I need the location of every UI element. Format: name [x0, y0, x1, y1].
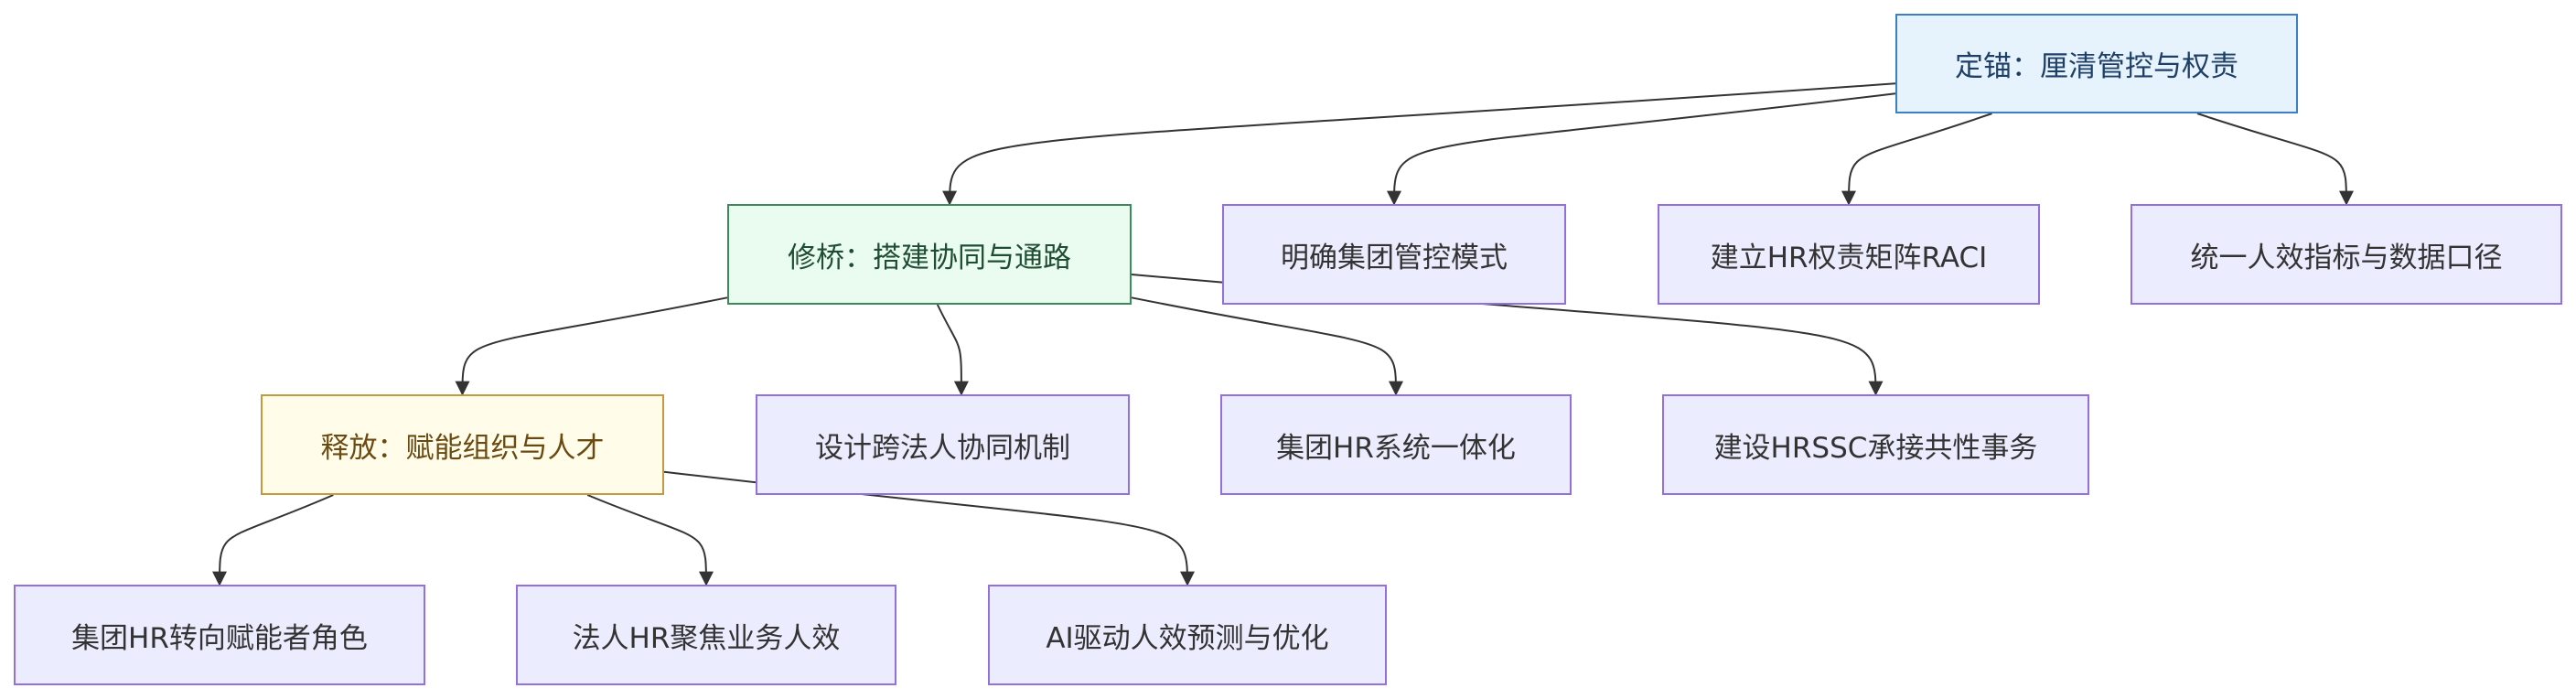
node-group-mode-label: 明确集团管控模式: [1281, 241, 1508, 274]
node-bridge-label: 修桥：搭建协同与通路: [788, 241, 1071, 274]
node-hrssc-label: 建设HRSSC承接共性事务: [1713, 431, 2038, 465]
node-anchor-label: 定锚：厘清管控与权责: [1955, 50, 2238, 83]
edge-bridge-to-hr_system: [1131, 296, 1403, 396]
edge-release-to-enabler: [212, 494, 334, 586]
node-bridge[interactable]: 修桥：搭建协同与通路: [727, 204, 1132, 305]
edge-bridge-to-cross_entity: [936, 304, 969, 396]
edge-anchor-to-bridge: [942, 82, 1896, 206]
node-cross-entity[interactable]: 设计跨法人协同机制: [756, 394, 1130, 495]
node-group-mode[interactable]: 明确集团管控模式: [1222, 204, 1566, 305]
node-hr-system[interactable]: 集团HR系统一体化: [1220, 394, 1572, 495]
edge-release-to-entity_hr: [586, 494, 714, 586]
node-hr-system-label: 集团HR系统一体化: [1276, 431, 1516, 465]
node-anchor[interactable]: 定锚：厘清管控与权责: [1895, 14, 2298, 113]
node-entity-hr[interactable]: 法人HR聚焦业务人效: [516, 585, 896, 685]
node-hrssc[interactable]: 建设HRSSC承接共性事务: [1662, 394, 2089, 495]
node-metrics[interactable]: 统一人效指标与数据口径: [2131, 204, 2562, 305]
node-ai[interactable]: AI驱动人效预测与优化: [988, 585, 1387, 685]
node-entity-hr-label: 法人HR聚焦业务人效: [572, 621, 841, 655]
edge-anchor-to-metrics: [2196, 113, 2354, 206]
node-metrics-label: 统一人效指标与数据口径: [2190, 241, 2503, 274]
node-cross-entity-label: 设计跨法人协同机制: [815, 431, 1070, 465]
edge-anchor-to-raci: [1841, 113, 1992, 206]
node-raci[interactable]: 建立HR权责矩阵RACI: [1658, 204, 2040, 305]
edge-bridge-to-release: [455, 296, 728, 396]
node-raci-label: 建立HR权责矩阵RACI: [1710, 241, 1988, 274]
node-enabler[interactable]: 集团HR转向赋能者角色: [14, 585, 425, 685]
node-release-label: 释放：赋能组织与人才: [320, 431, 605, 465]
node-release[interactable]: 释放：赋能组织与人才: [261, 394, 664, 495]
node-ai-label: AI驱动人效预测与优化: [1046, 621, 1329, 655]
node-enabler-label: 集团HR转向赋能者角色: [71, 621, 368, 655]
edge-anchor-to-group_mode: [1387, 92, 1896, 206]
